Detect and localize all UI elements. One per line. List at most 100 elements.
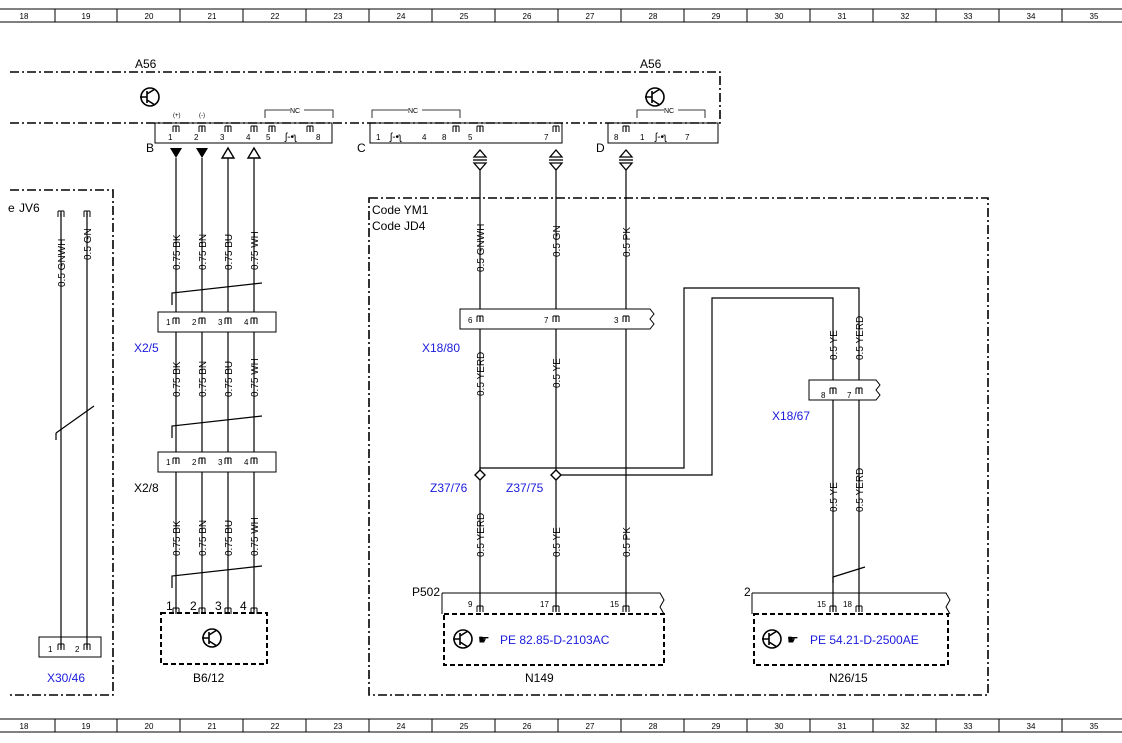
svg-text:ʃ-•ʅ: ʃ-•ʅ [389, 132, 402, 143]
grid-num: 33 [964, 12, 973, 21]
wire-label: 0.5 YERD [476, 513, 487, 557]
a56-label-right: A56 [640, 57, 662, 71]
grid-num: 26 [523, 722, 532, 731]
grid-num: 24 [397, 12, 406, 21]
z37-75-label: Z37/75 [506, 481, 544, 495]
pin-number: 4 [422, 133, 427, 142]
x18-67-connector: 8 7 X18/67 [772, 379, 881, 423]
x18-80-connector: 6 7 3 X18/80 [422, 308, 655, 355]
grid-num: 30 [775, 722, 784, 731]
bidirectional-arrow [618, 149, 634, 171]
pin-number: 5 [468, 133, 473, 142]
bidirectional-arrow [548, 149, 564, 171]
pin-number: 1 [376, 133, 381, 142]
pin-number: 7 [847, 391, 852, 400]
wire-label: 0.75 BN [198, 361, 209, 397]
wire-label: 0.5 YERD [476, 352, 487, 396]
svg-text:ʃ-•ʅ: ʃ-•ʅ [654, 132, 667, 143]
grid-num: 21 [208, 722, 217, 731]
grid-num: 24 [397, 722, 406, 731]
transistor-icon [761, 629, 782, 649]
wire-label: 0.5 YE [829, 330, 840, 360]
wire-label: 0.5 PK [622, 227, 633, 257]
transistor-icon [452, 629, 473, 649]
code-ym1-box: Code YM1 Code JD4 [368, 197, 989, 696]
wire-label: 0.5 YERD [855, 468, 866, 512]
wire-label: 0.75 BK [172, 361, 183, 397]
nc-label: NC [290, 108, 300, 115]
code-ym1-label: Code YM1 [372, 203, 429, 217]
pin-number: 2 [194, 133, 199, 142]
a56-label-left: A56 [135, 57, 157, 71]
p502-label: P502 [412, 585, 440, 599]
connector-c-label: C [357, 141, 366, 155]
n26-15-reference-link[interactable]: PE 54.21-D-2500AE [810, 633, 919, 647]
pin-number: 8 [442, 133, 447, 142]
n26-15-label: N26/15 [829, 671, 868, 685]
a56-control-unit: A56 A56 B 1 2 3 4 5 8 (+) (-) NC ʃ-•ʅ C … [10, 57, 721, 155]
pin-number: 6 [468, 316, 473, 325]
signal-in-arrow [221, 147, 235, 159]
wire-label: 0.75 WH [250, 231, 261, 270]
connector-d-label: D [596, 141, 605, 155]
polarity-mark: (+) [173, 113, 181, 119]
signal-in-arrow [247, 147, 261, 159]
pin-number: 4 [246, 133, 251, 142]
grid-num: 35 [1090, 722, 1099, 731]
transistor-icon [644, 87, 665, 107]
pin-number: 3 [218, 458, 223, 467]
wire-label: 0.75 WH [250, 517, 261, 556]
wire-label: 0.5 YE [552, 358, 563, 388]
wire-label: 0.75 WH [250, 358, 261, 397]
grid-num: 25 [460, 722, 469, 731]
polarity-mark: (-) [199, 113, 205, 119]
grid-num: 28 [649, 12, 658, 21]
pin-number: 15 [817, 600, 826, 609]
pin-number: 2 [190, 599, 197, 613]
svg-text:e: e [8, 201, 15, 215]
pin-number: 4 [244, 318, 249, 327]
grid-num: 27 [586, 12, 595, 21]
transistor-icon [201, 628, 222, 648]
nc-label: NC [408, 108, 418, 115]
pin-number: 1 [48, 645, 53, 654]
grid-num: 32 [901, 722, 910, 731]
code-jd4-label: Code JD4 [372, 219, 426, 233]
pin-number: 1 [640, 133, 645, 142]
pin-number: 3 [220, 133, 225, 142]
nc-label: NC [664, 108, 674, 115]
bidirectional-arrow [472, 149, 488, 171]
grid-num: 23 [334, 722, 343, 731]
pin-number: 15 [610, 600, 619, 609]
grid-num: 25 [460, 12, 469, 21]
grid-num: 33 [964, 722, 973, 731]
x30-46-label: X30/46 [47, 671, 85, 685]
grid-num: 19 [82, 12, 91, 21]
wire-label: 0.75 BN [198, 234, 209, 270]
wire-label: 0.5 GN [552, 225, 563, 257]
pin-number: 3 [218, 318, 223, 327]
grid-num: 29 [712, 722, 721, 731]
signal-out-arrow [196, 148, 208, 158]
n149-module: P502 9 17 15 ☛ PE 82.85-D-2103AC N149 [412, 585, 665, 685]
pin-number: 4 [244, 458, 249, 467]
grid-num: 21 [208, 12, 217, 21]
wire-label: 0.5 GN [83, 228, 94, 260]
grid-num: 29 [712, 12, 721, 21]
grid-num: 30 [775, 12, 784, 21]
x2-5-label: X2/5 [134, 341, 159, 355]
grid-num: 31 [838, 12, 847, 21]
grid-num: 22 [271, 722, 280, 731]
n149-reference-link[interactable]: PE 82.85-D-2103AC [500, 633, 610, 647]
n26-15-module: 2 15 18 ☛ PE 54.21-D-2500AE N26/15 [744, 585, 951, 685]
grid-num: 32 [901, 12, 910, 21]
grid-num: 34 [1027, 722, 1036, 731]
pin-number: 1 [166, 599, 173, 613]
pin-number: 2 [192, 318, 197, 327]
pin-number: 8 [821, 391, 826, 400]
svg-text:ʃ-•ʅ: ʃ-•ʅ [284, 132, 297, 143]
bottom-grid-ruler: 18 19 20 21 22 23 24 25 26 27 28 29 30 3… [0, 718, 1122, 733]
x2-8-label: X2/8 [134, 481, 159, 495]
grid-num: 26 [523, 12, 532, 21]
